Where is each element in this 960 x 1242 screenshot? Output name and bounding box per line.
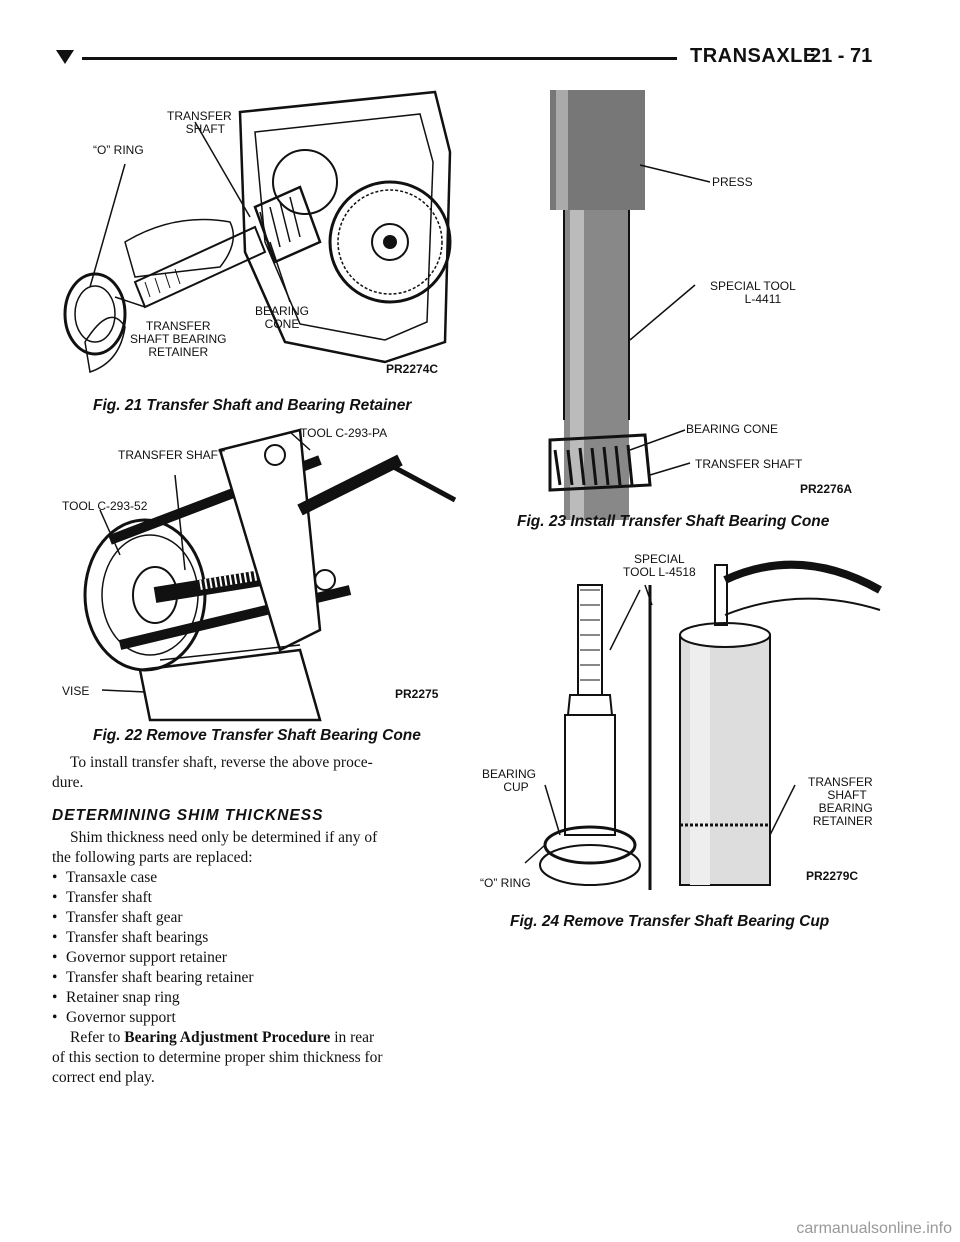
refer-line-1: Refer to Bearing Adjustment Procedure in… — [70, 1029, 375, 1046]
fig21-code: PR2274C — [386, 362, 439, 376]
list-item: •Governor support — [52, 1009, 176, 1026]
fig22-label-vise: VISE — [62, 684, 90, 698]
list-item: •Transfer shaft bearing retainer — [52, 969, 254, 986]
watermark: carmanualsonline.info — [796, 1220, 952, 1237]
para-line-2: the following parts are replaced: — [52, 849, 253, 866]
fig23-code: PR2276A — [800, 482, 853, 496]
fig22-illustration — [83, 428, 457, 722]
header-title: TRANSAXLE — [690, 45, 817, 67]
fig23-leaders — [629, 164, 711, 476]
fig22-label-transfer-shaft: TRANSFER SHAFT — [118, 448, 226, 462]
intro-line-2: dure. — [52, 774, 84, 791]
fig21-illustration — [63, 90, 452, 373]
fig22-label-tool-pa: TOOL C-293-PA — [300, 426, 388, 440]
fig23-illustration — [548, 90, 652, 520]
fig23-label-transfer-shaft: TRANSFER SHAFT — [695, 457, 803, 471]
fig21-caption: Fig. 21 Transfer Shaft and Bearing Retai… — [93, 397, 412, 414]
fig21-label-o-ring: “O” RING — [93, 143, 144, 157]
para-line-1: Shim thickness need only be determined i… — [70, 829, 378, 846]
section-heading: DETERMINING SHIM THICKNESS — [52, 807, 324, 824]
header-triangle-icon — [56, 50, 74, 64]
list-item: •Transfer shaft gear — [52, 909, 183, 926]
fig23-label-press: PRESS — [712, 175, 753, 189]
fig24-illustration — [524, 560, 882, 890]
page-number: 21 - 71 — [810, 45, 873, 67]
intro-line-1: To install transfer shaft, reverse the a… — [70, 754, 373, 771]
fig24-label-o-ring: “O” RING — [480, 876, 531, 890]
refer-line-2: of this section to determine proper shim… — [52, 1049, 383, 1066]
fig24-code: PR2279C — [806, 869, 859, 883]
list-item: •Governor support retainer — [52, 949, 227, 966]
list-item: •Retainer snap ring — [52, 989, 180, 1006]
refer-line-3: correct end play. — [52, 1069, 155, 1086]
list-item: •Transaxle case — [52, 869, 158, 886]
fig23-label-bearing-cone: BEARING CONE — [686, 422, 779, 436]
fig22-code: PR2275 — [395, 687, 439, 701]
parts-list: •Transaxle case •Transfer shaft •Transfe… — [52, 868, 254, 1028]
fig24-caption: Fig. 24 Remove Transfer Shaft Bearing Cu… — [510, 913, 830, 930]
list-item: •Transfer shaft bearings — [52, 929, 209, 946]
header-rule — [82, 57, 677, 60]
fig22-label-tool-52: TOOL C-293-52 — [62, 499, 148, 513]
fig22-caption: Fig. 22 Remove Transfer Shaft Bearing Co… — [93, 727, 421, 744]
fig23-caption: Fig. 23 Install Transfer Shaft Bearing C… — [517, 513, 830, 530]
list-item: •Transfer shaft — [52, 889, 152, 906]
